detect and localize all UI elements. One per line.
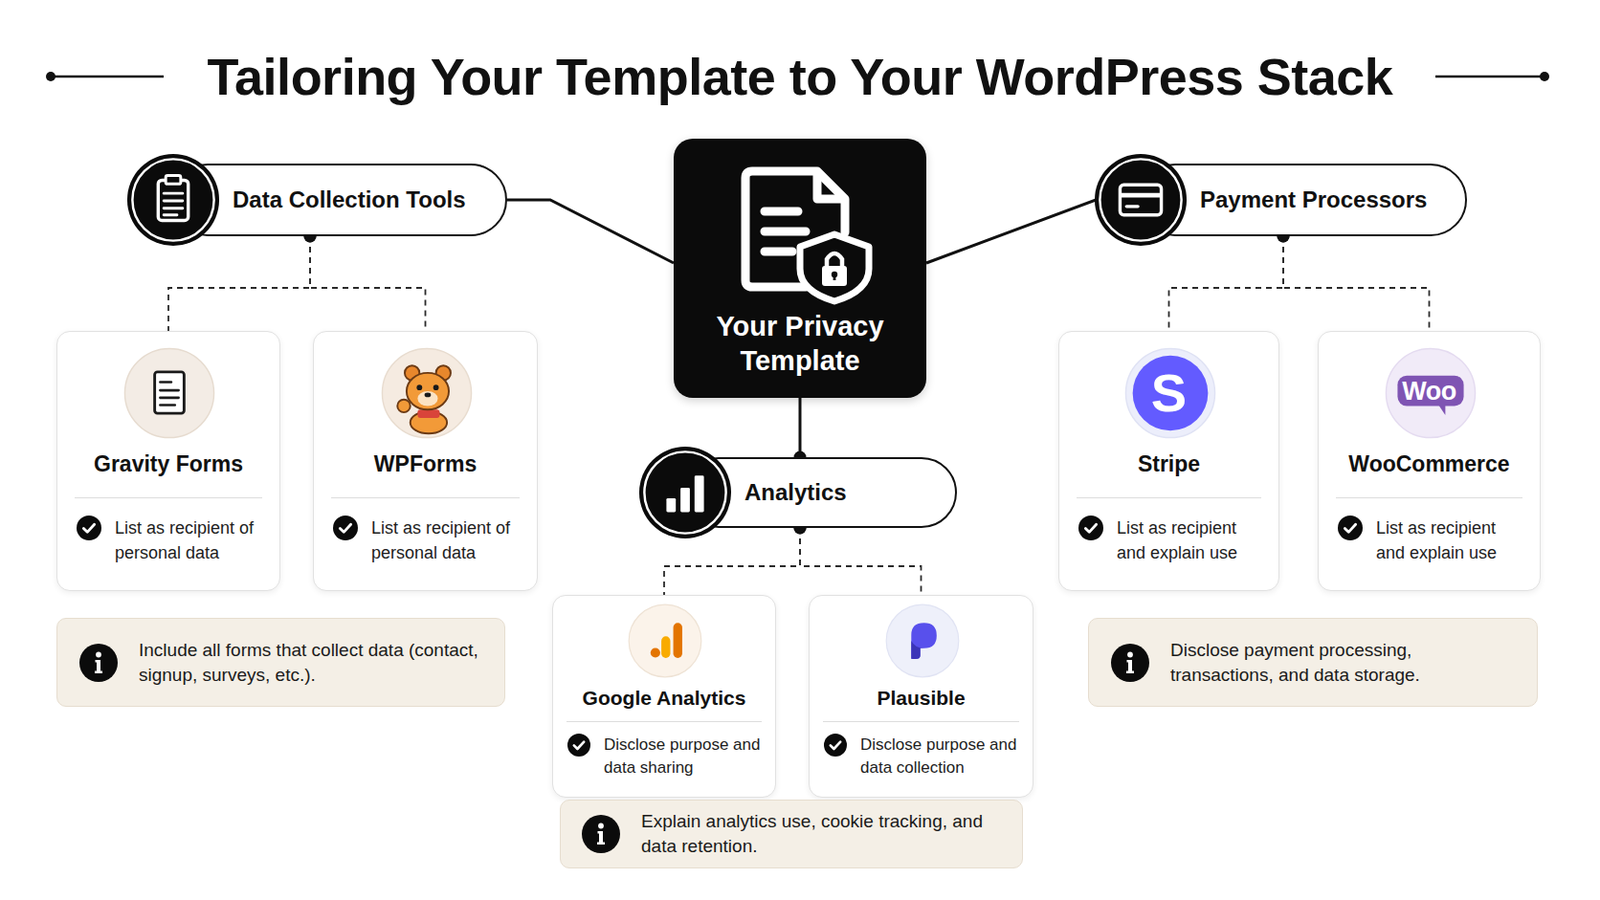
icon-use [1111, 644, 1150, 683]
icon-graphic [885, 603, 960, 679]
check-icon [1078, 515, 1104, 541]
title-rule-dot [45, 71, 56, 82]
tool-name: WPForms [313, 332, 537, 478]
category-pill: Data Collection Tools [171, 163, 508, 237]
tool-instruction: Disclose purpose and data collection [846, 733, 1020, 780]
info-text: Include all forms that collect data (con… [138, 638, 484, 689]
tool-instruction: List as recipient of personal data [357, 515, 520, 566]
category-pill: Payment Processors [1138, 163, 1467, 237]
dashed-branch [1283, 236, 1430, 332]
dashed-branch [1169, 236, 1285, 332]
tool-card: Google AnalyticsDisclose purpose and dat… [552, 595, 777, 799]
icon-use [581, 815, 621, 854]
check-use [1337, 515, 1363, 541]
template-box: Your Privacy Template [673, 138, 927, 399]
info-text: Disclose payment processing, transaction… [1170, 638, 1487, 689]
tool-instruction: List as recipient and explain use [1103, 515, 1262, 566]
icon-graphic [126, 153, 221, 247]
check-use [333, 515, 358, 541]
check-use [76, 515, 102, 541]
icon-graphic [79, 644, 118, 683]
check-row: Disclose purpose and data sharing [566, 721, 762, 798]
icon-use [381, 348, 471, 438]
tool-name: Plausible [809, 596, 1033, 712]
logo-lettering: S [1059, 347, 1279, 440]
dashed-branch [168, 236, 311, 332]
icon-graphic [1093, 153, 1188, 247]
template-label: Your Privacy Template [673, 138, 927, 398]
tool-card: PlausibleDisclose purpose and data colle… [808, 595, 1034, 799]
diagram-title: Tailoring Your Template to Your WordPres… [207, 45, 1394, 108]
tool-name: Google Analytics [553, 596, 776, 712]
category-label: Analytics [685, 479, 847, 507]
tool-instruction: List as recipient and explain use [1362, 515, 1523, 566]
icon-use [639, 446, 732, 539]
icon-use [628, 604, 702, 678]
title-row: Tailoring Your Template to Your WordPres… [0, 45, 1600, 108]
check-row: Disclose purpose and data collection [822, 721, 1020, 798]
icon-graphic [581, 815, 621, 854]
check-icon [823, 733, 847, 757]
check-use [823, 733, 847, 757]
check-icon [1337, 515, 1363, 541]
info-note: Disclose payment processing, transaction… [1088, 618, 1538, 708]
category-label: Data Collection Tools [173, 186, 467, 214]
info-note: Include all forms that collect data (con… [56, 618, 506, 708]
tool-instruction: Disclose purpose and data sharing [590, 733, 762, 780]
tool-card: WPFormsList as recipient of personal dat… [312, 331, 538, 592]
icon-use [886, 604, 959, 678]
tool-card: StripeList as recipient and explain useS [1058, 331, 1280, 592]
check-use [1078, 515, 1104, 541]
check-use [567, 733, 591, 757]
dashed-branch [310, 236, 426, 332]
tool-name: Gravity Forms [57, 332, 280, 478]
check-row: List as recipient and explain use [1076, 497, 1262, 589]
connector-line [799, 398, 802, 458]
icon-graphic [1111, 644, 1150, 683]
icon-use [127, 154, 220, 246]
icon-graphic [380, 347, 473, 440]
tool-card: Gravity FormsList as recipient of person… [56, 331, 281, 592]
dashed-branch [800, 528, 922, 596]
check-row: List as recipient of personal data [331, 497, 520, 589]
title-rule [50, 75, 164, 79]
tool-instruction: List as recipient of personal data [101, 515, 263, 566]
icon-use [124, 348, 214, 438]
icon-use [745, 171, 869, 302]
connector-line [507, 200, 674, 264]
category-pill: Analytics [683, 457, 957, 529]
title-rule [1435, 75, 1545, 79]
info-note: Explain analytics use, cookie tracking, … [559, 800, 1023, 869]
check-icon [76, 515, 102, 541]
info-text: Explain analytics use, cookie tracking, … [641, 809, 1007, 860]
icon-graphic [123, 347, 216, 440]
title-rule-dot [1539, 71, 1550, 82]
logo-lettering: Woo [1318, 347, 1540, 440]
icon-use [1094, 154, 1187, 246]
icon-graphic [638, 445, 733, 540]
check-icon [567, 733, 591, 757]
tool-card: WooCommerceList as recipient and explain… [1317, 331, 1541, 592]
category-label: Payment Processors [1140, 186, 1427, 214]
icon-graphic [627, 603, 703, 679]
check-row: List as recipient of personal data [74, 497, 263, 589]
icon-use [79, 644, 118, 683]
check-row: List as recipient and explain use [1335, 497, 1523, 589]
check-icon [333, 515, 358, 541]
icon-graphic [673, 138, 927, 331]
